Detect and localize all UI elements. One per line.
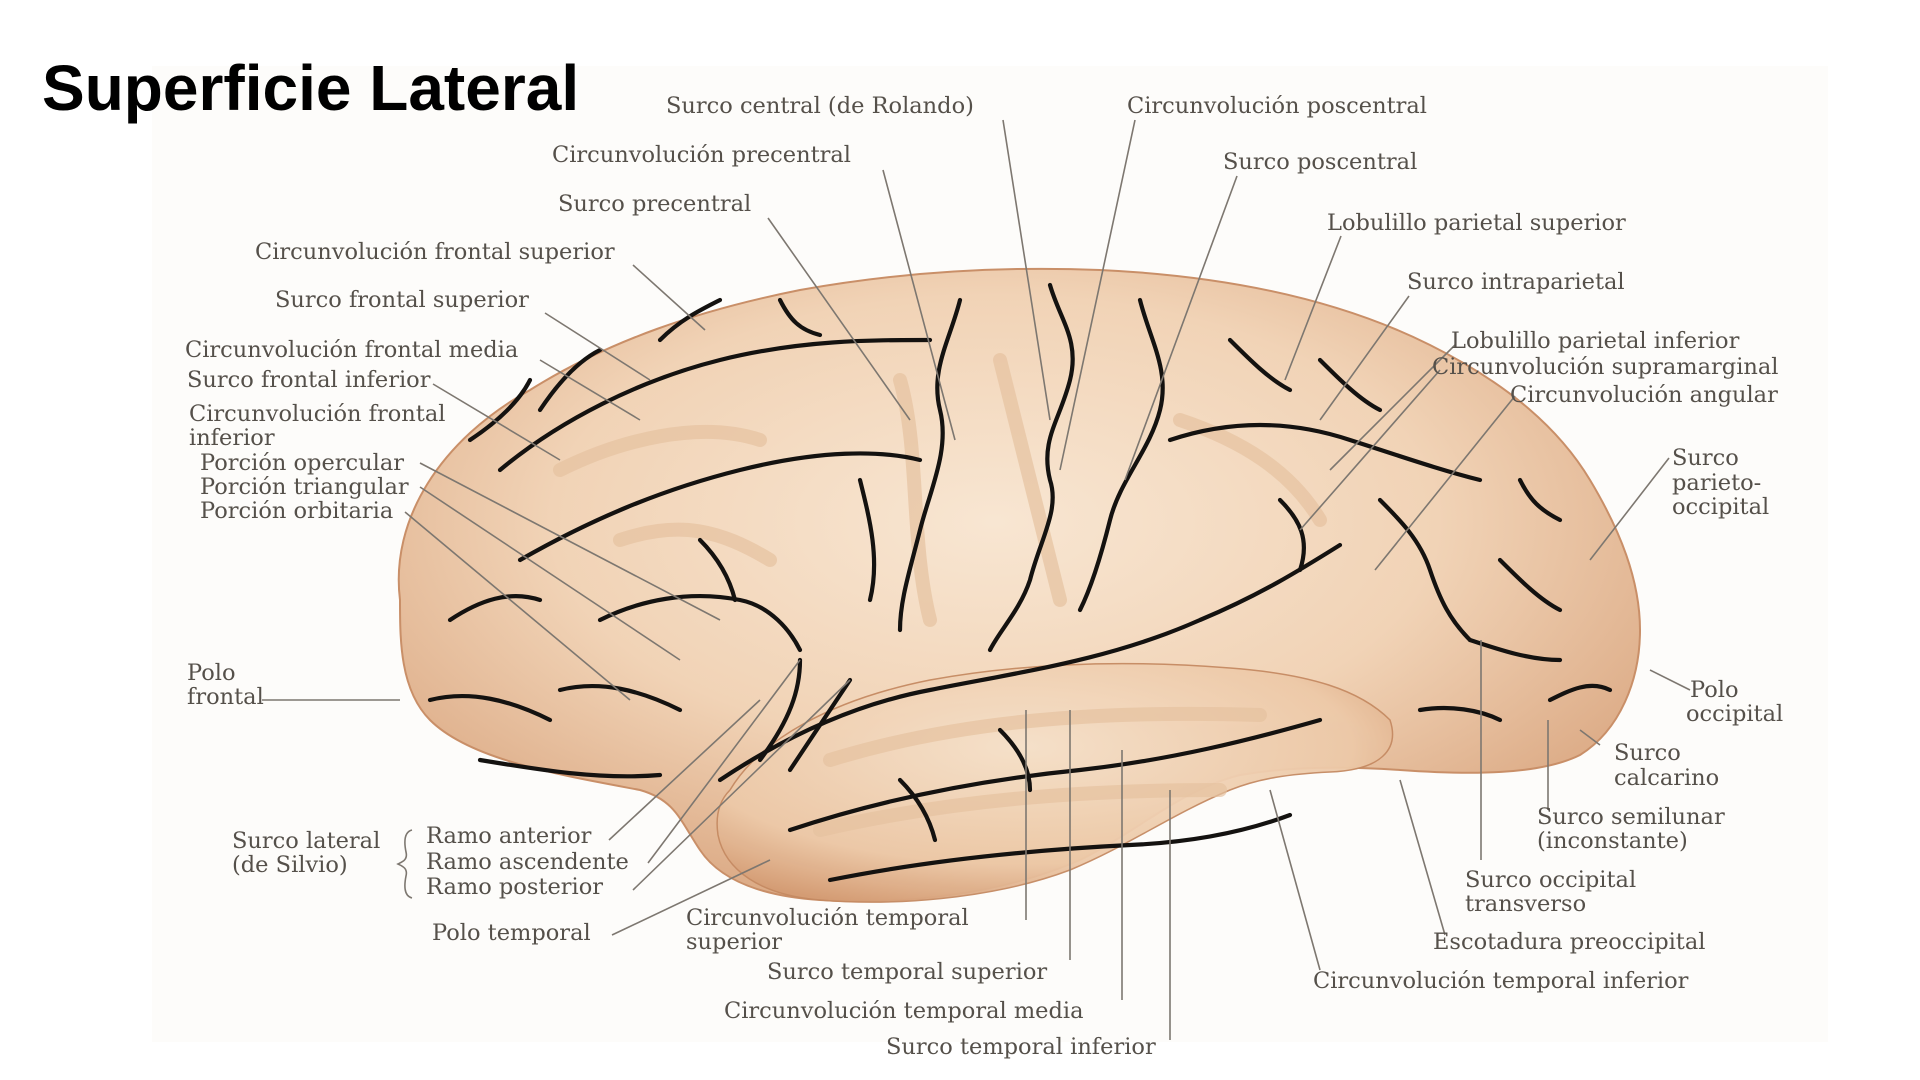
sulci (427, 282, 1613, 883)
label-ramo-anterior: Ramo anterior (426, 823, 592, 849)
label-lobulillo-parietal-inferior: Lobulillo parietal inferior (1451, 328, 1740, 354)
label-circ-precentral: Circunvolución precentral (552, 142, 851, 168)
labels: Surco central (de Rolando) Circunvolució… (185, 93, 1783, 1060)
label-polo-temporal: Polo temporal (432, 920, 591, 946)
label-surco-precentral: Surco precentral (558, 191, 751, 217)
label-surco-lateral-2: (de Silvio) (232, 852, 348, 878)
label-ramo-ascendente: Ramo ascendente (426, 849, 629, 875)
label-polo-frontal-2: frontal (187, 684, 264, 710)
label-circ-temporal-superior-2: superior (686, 929, 782, 955)
label-porcion-opercular: Porción opercular (200, 450, 404, 476)
gyri-shading (553, 353, 1327, 837)
label-surco-temporal-superior: Surco temporal superior (767, 959, 1047, 985)
label-polo-frontal-1: Polo (187, 660, 236, 686)
temporal-lobe (716, 662, 1394, 903)
label-surco-calcarino-1: Surco (1614, 740, 1681, 766)
label-circ-frontal-media: Circunvolución frontal media (185, 337, 518, 363)
label-circ-frontal-inferior-1: Circunvolución frontal (189, 401, 445, 427)
label-ramo-posterior: Ramo posterior (426, 874, 603, 900)
label-circ-supramarginal: Circunvolución supramarginal (1432, 354, 1779, 380)
label-surco-intraparietal: Surco intraparietal (1407, 269, 1625, 295)
label-surco-temporal-inferior: Surco temporal inferior (886, 1034, 1156, 1060)
label-circ-angular: Circunvolución angular (1510, 382, 1778, 408)
label-surco-frontal-superior: Surco frontal superior (275, 287, 529, 313)
label-surco-poscentral: Surco poscentral (1223, 149, 1417, 175)
label-surco-lateral-1: Surco lateral (232, 828, 380, 854)
label-circ-frontal-superior: Circunvolución frontal superior (255, 239, 615, 265)
label-porcion-orbitaria: Porción orbitaria (200, 498, 393, 524)
label-surco-occipital-transverso-1: Surco occipital (1465, 867, 1636, 893)
label-surco-central: Surco central (de Rolando) (666, 93, 974, 119)
label-surco-semilunar-1: Surco semilunar (1537, 804, 1725, 830)
label-circ-temporal-superior-1: Circunvolución temporal (686, 905, 969, 931)
label-escotadura-preoccipital: Escotadura preoccipital (1433, 929, 1705, 955)
label-lobulillo-parietal-superior: Lobulillo parietal superior (1327, 210, 1626, 236)
label-porcion-triangular: Porción triangular (200, 474, 409, 500)
label-surco-parieto-3: occipital (1672, 494, 1769, 520)
label-surco-parieto-2: parieto- (1672, 470, 1761, 496)
label-circ-temporal-inferior: Circunvolución temporal inferior (1313, 968, 1689, 994)
label-circ-poscentral: Circunvolución poscentral (1127, 93, 1427, 119)
label-polo-occipital-2: occipital (1686, 701, 1783, 727)
label-surco-occipital-transverso-2: transverso (1465, 891, 1586, 917)
label-surco-frontal-inferior: Surco frontal inferior (187, 367, 431, 393)
label-surco-calcarino-2: calcarino (1614, 765, 1719, 791)
label-circ-frontal-inferior-2: inferior (189, 425, 275, 451)
label-polo-occipital-1: Polo (1690, 677, 1739, 703)
leader-lines (262, 119, 1691, 1040)
label-surco-parieto-1: Surco (1672, 445, 1739, 471)
label-circ-temporal-media: Circunvolución temporal media (724, 998, 1084, 1024)
label-surco-semilunar-2: (inconstante) (1537, 828, 1688, 854)
page-title: Superficie Lateral (42, 52, 580, 124)
